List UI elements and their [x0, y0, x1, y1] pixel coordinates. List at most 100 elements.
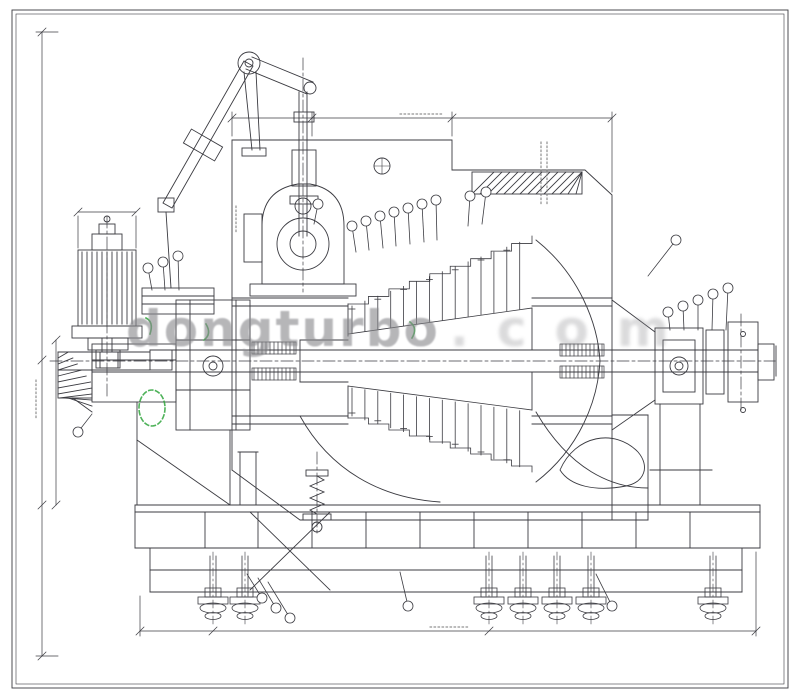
small-label-marks: [35, 113, 548, 628]
balloon-callout: [464, 190, 476, 202]
stand-foot: [241, 147, 267, 157]
dim-tick: [447, 113, 457, 123]
balloon-callout: [480, 186, 492, 198]
dim-tick: [607, 113, 617, 123]
outer-border: [11, 9, 789, 689]
dim-tick: [37, 27, 47, 37]
gear-housing: [91, 343, 177, 403]
leader-line: [711, 293, 714, 331]
cross-brace: [249, 511, 331, 591]
journal-bearing: [669, 356, 689, 376]
hatch-line: [57, 387, 93, 395]
dim-tick: [51, 335, 61, 345]
sheet-frame: [11, 9, 789, 689]
pivot-stand: [243, 71, 253, 151]
motor-eyebolt: [103, 215, 111, 223]
green-highlight-ellipse: [138, 389, 166, 427]
hatch-line: [543, 171, 567, 195]
leader-line: [399, 571, 409, 607]
turnbuckle: [182, 128, 224, 162]
green-mark: [202, 322, 210, 342]
bearing-cone: [611, 299, 656, 333]
drum-taper: [347, 307, 533, 335]
drain-spring: [308, 475, 326, 515]
green-mark: [408, 320, 416, 340]
hatch-line: [57, 351, 70, 359]
bolt-washer: [236, 612, 254, 620]
centerlines: [49, 57, 776, 536]
leader-line: [177, 255, 180, 291]
valve-chamber: [276, 217, 330, 271]
balloon-callout: [722, 282, 734, 294]
valve-seat: [294, 197, 312, 215]
turbine-casing: [231, 139, 613, 521]
journal-bearing: [202, 355, 224, 377]
balloon-callout: [284, 612, 296, 624]
balloon-callout: [142, 262, 154, 274]
balloon-callout: [416, 198, 428, 210]
balloon-callout: [270, 602, 282, 614]
bolt-washer: [582, 612, 600, 620]
balloon-callout: [677, 300, 689, 312]
leader-line: [435, 199, 438, 241]
pedestal-brace: [136, 439, 231, 506]
balloon-callout: [346, 220, 358, 232]
pivot-pin: [244, 58, 254, 68]
bolt-washer: [231, 602, 259, 614]
dim-tick: [484, 626, 494, 636]
stem-guide: [291, 149, 317, 187]
coupling-flange: [727, 321, 759, 403]
link-bar: [245, 68, 308, 95]
link-pin: [303, 81, 317, 95]
chest-flange: [249, 283, 357, 297]
lever-arm: [162, 60, 254, 209]
coupling-hub: [705, 329, 725, 395]
leader-line: [257, 577, 277, 609]
diffuser-wall: [535, 239, 601, 362]
front-bearing-pedestal: [57, 287, 251, 506]
link-bar: [251, 56, 314, 83]
balloon-callout: [662, 306, 674, 318]
bearing-housing: [175, 299, 251, 431]
green-annotations: [138, 316, 416, 427]
dim-tick: [131, 207, 141, 217]
dim-tick: [37, 355, 47, 365]
leader-line: [393, 211, 397, 247]
hatch-line: [503, 171, 527, 195]
bolt-washer: [514, 612, 532, 620]
steam-chest: [243, 183, 357, 297]
hatch-line: [57, 375, 87, 383]
dim-tick: [227, 113, 237, 123]
hatch-line: [559, 171, 583, 195]
bolt-washer: [480, 612, 498, 620]
dim-tick: [37, 651, 47, 661]
hatch-line: [575, 171, 583, 195]
shaft-end: [757, 343, 775, 381]
rotor-shaft: [149, 303, 759, 419]
hatch-line: [471, 171, 495, 195]
bolt-washer: [548, 612, 566, 620]
hatch-line: [57, 381, 92, 389]
bolt-washer: [577, 602, 605, 614]
inner-wall: [299, 415, 441, 503]
hatch-line: [567, 171, 583, 195]
casing-outline: [231, 139, 613, 521]
valve-disc: [289, 230, 317, 258]
hatch-line: [487, 171, 511, 195]
dim-tick: [73, 207, 83, 217]
bolt-washer: [475, 602, 503, 614]
bolt-plate: [507, 596, 539, 605]
balloon-callout: [256, 592, 268, 604]
dim-tick: [37, 500, 47, 510]
lower-casing: [231, 299, 649, 533]
balloon-callout: [402, 600, 414, 612]
leader-line: [595, 573, 613, 607]
valve-gear-linkage: [157, 51, 319, 289]
balloon-callout: [692, 294, 704, 306]
bearing-shell: [662, 339, 696, 393]
hatch-line: [67, 397, 93, 407]
balloon-callout: [157, 256, 169, 268]
balloon-callouts: [72, 186, 734, 624]
